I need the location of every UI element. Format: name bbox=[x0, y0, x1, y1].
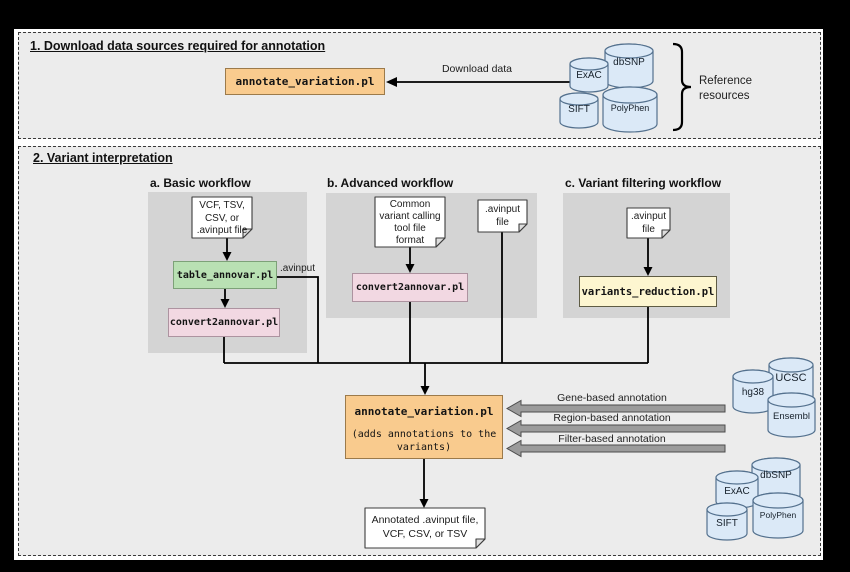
advanced-workflow-heading: b. Advanced workflow bbox=[327, 176, 454, 190]
ucsc-db-label: UCSC bbox=[775, 372, 807, 384]
dbsnp-filter-db-label: dbSNP bbox=[760, 470, 792, 481]
filtering-input-doc-text: .avinput file bbox=[630, 211, 667, 235]
annotate-variation-download-box: annotate_variation.pl bbox=[225, 68, 385, 95]
advanced-avinput-doc-text: .avinput file bbox=[484, 204, 521, 228]
exac-db-label: ExAC bbox=[576, 70, 602, 81]
avinput-line-label: .avinput bbox=[280, 263, 316, 274]
main-tool-subtitle: (adds annotations to the variants) bbox=[351, 429, 497, 453]
basic-workflow-heading: a. Basic workflow bbox=[150, 176, 251, 190]
convert2annovar-basic-box: convert2annovar.pl bbox=[168, 308, 280, 337]
convert2annovar-advanced-box: convert2annovar.pl bbox=[352, 273, 468, 302]
advanced-input-doc-text: Common variant calling tool file format bbox=[379, 199, 441, 246]
sift-db-label: SIFT bbox=[568, 104, 590, 115]
polyphen-db-label: PolyPhen bbox=[610, 103, 650, 113]
download-data-label: Download data bbox=[441, 63, 513, 75]
table-annovar-box: table_annovar.pl bbox=[173, 261, 277, 289]
basic-input-doc-text: VCF, TSV, CSV, or .avinput file bbox=[196, 200, 248, 236]
filter-annotation-label: Filter-based annotation bbox=[558, 433, 666, 445]
dbsnp-db-label: dbSNP bbox=[613, 57, 645, 68]
output-doc-text: Annotated .avinput file, VCF, CSV, or TS… bbox=[371, 514, 479, 540]
polyphen-filter-db-label: PolyPhen bbox=[759, 510, 797, 520]
section1-title: 1. Download data sources required for an… bbox=[30, 39, 326, 53]
section2-title: 2. Variant interpretation bbox=[33, 151, 173, 165]
hg38-db-label: hg38 bbox=[741, 387, 765, 398]
filtering-workflow-heading: c. Variant filtering workflow bbox=[565, 176, 722, 190]
main-tool-name: annotate_variation.pl bbox=[354, 405, 494, 418]
variants-reduction-box: variants_reduction.pl bbox=[579, 276, 717, 307]
exac-filter-db-label: ExAC bbox=[724, 486, 750, 497]
annotate-variation-main-box: annotate_variation.pl (adds annotations … bbox=[345, 395, 503, 459]
reference-resources-label: Reference resources bbox=[699, 75, 753, 102]
gene-annotation-label: Gene-based annotation bbox=[557, 392, 667, 404]
region-annotation-label: Region-based annotation bbox=[553, 412, 671, 424]
ensembl-db-label: Ensembl bbox=[773, 411, 810, 422]
sift-filter-db-label: SIFT bbox=[716, 518, 738, 529]
